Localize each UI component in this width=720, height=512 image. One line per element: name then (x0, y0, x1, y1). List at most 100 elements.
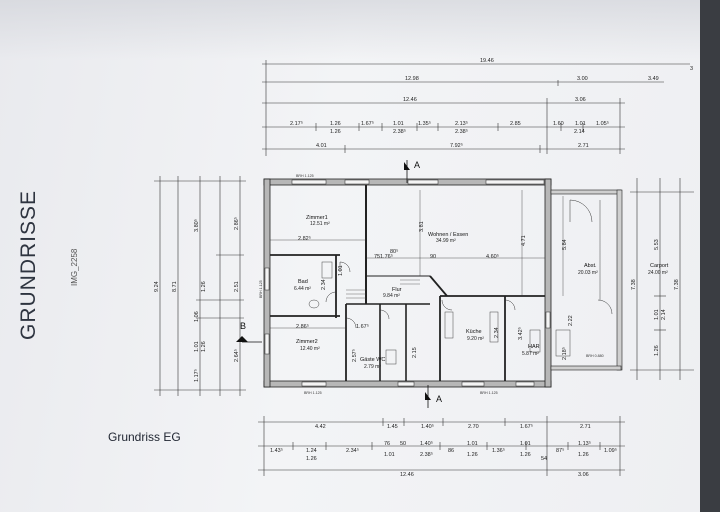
svg-text:3.06: 3.06 (578, 472, 589, 478)
svg-text:2.85: 2.85 (510, 121, 521, 127)
svg-text:3.00: 3.00 (577, 76, 588, 82)
svg-text:BRH 0.880: BRH 0.880 (586, 354, 604, 358)
drawing-sheet (0, 0, 700, 512)
right-dimension-chains (630, 178, 694, 380)
svg-text:2.57⁵: 2.57⁵ (351, 349, 358, 362)
svg-text:1.67⁵: 1.67⁵ (520, 423, 533, 430)
room-name-flur: Flur (392, 287, 402, 293)
bottom-dimension-chains (258, 416, 625, 476)
svg-text:2.38⁵: 2.38⁵ (455, 128, 468, 135)
section-b-label: B (240, 321, 246, 331)
svg-text:4.01: 4.01 (316, 143, 327, 149)
room-name-wohnen: Wohnen / Essen (428, 232, 468, 238)
svg-text:1.01: 1.01 (393, 121, 404, 127)
svg-text:50: 50 (400, 441, 406, 447)
interior-dimension-lines (270, 190, 564, 329)
room-name-har: HAR (528, 344, 540, 350)
window-labels: BRH 1.125 BRH 1.125 BRH 1.125 BRH 1.125 … (259, 174, 604, 395)
svg-text:BRH 1.125: BRH 1.125 (296, 174, 314, 178)
svg-text:5.84: 5.84 (562, 239, 568, 250)
svg-text:2.22: 2.22 (568, 315, 574, 326)
svg-text:76: 76 (384, 441, 390, 447)
left-dimension-chains (154, 176, 246, 396)
svg-text:2.86⁵: 2.86⁵ (233, 217, 240, 230)
svg-text:1.09⁵: 1.09⁵ (604, 447, 617, 454)
top-dimension-values: 19.46 3 12.98 3.00 3.49 12.46 3.06 2.17⁵… (290, 58, 693, 149)
svg-text:12.46: 12.46 (400, 472, 414, 478)
section-a-top-label: A (414, 160, 420, 170)
windows (264, 179, 551, 387)
room-name-kueche: Küche (466, 329, 482, 335)
room-area-zimmer1: 12.51 m² (310, 221, 330, 227)
svg-text:8.71: 8.71 (172, 281, 178, 292)
right-dimension-values: 7.38 7.38 5.53 2.14 1.01 1.26 (631, 239, 680, 356)
room-name-bad: Bad (298, 279, 308, 285)
svg-text:2.17⁵: 2.17⁵ (290, 120, 303, 127)
svg-text:1.26: 1.26 (330, 121, 341, 127)
svg-text:1.26: 1.26 (306, 456, 317, 462)
svg-text:4.42: 4.42 (315, 424, 326, 430)
svg-text:2.13⁵: 2.13⁵ (455, 120, 468, 127)
svg-text:7.92⁵: 7.92⁵ (450, 142, 463, 149)
svg-text:7.38: 7.38 (674, 279, 680, 290)
room-area-flur: 9.84 m² (383, 293, 400, 299)
svg-text:1.01: 1.01 (194, 341, 200, 352)
svg-text:2.86⁵: 2.86⁵ (296, 323, 309, 330)
svg-text:2.38⁵: 2.38⁵ (420, 451, 433, 458)
svg-text:2.34⁵: 2.34⁵ (346, 447, 359, 454)
svg-text:1.60: 1.60 (553, 121, 564, 127)
bottom-dimension-values: 4.42 1.45 1.40⁵ 2.70 1.67⁵ 2.71 1.43⁵ 1.… (270, 423, 617, 478)
svg-text:1.01: 1.01 (520, 441, 531, 447)
svg-text:1.01: 1.01 (338, 265, 344, 276)
room-name-abst: Abst. (584, 263, 597, 269)
svg-text:2.14: 2.14 (574, 129, 585, 135)
svg-text:1.26: 1.26 (201, 281, 207, 292)
svg-text:1.26: 1.26 (520, 452, 531, 458)
svg-text:1.01: 1.01 (384, 452, 395, 458)
svg-text:1.26: 1.26 (330, 129, 341, 135)
svg-text:3.80⁵: 3.80⁵ (193, 219, 200, 232)
svg-text:12.98: 12.98 (405, 76, 419, 82)
svg-text:1.13⁵: 1.13⁵ (578, 440, 591, 447)
room-name-carport: Carport (650, 263, 669, 269)
room-name-zimmer1: Zimmer1 (306, 215, 328, 221)
svg-text:2.15: 2.15 (412, 347, 418, 358)
svg-text:4.71: 4.71 (521, 235, 527, 246)
section-b-icon (236, 336, 248, 342)
svg-text:1.17⁵: 1.17⁵ (193, 369, 200, 382)
section-markers: A A B (236, 160, 442, 408)
svg-text:2.34: 2.34 (321, 279, 327, 290)
svg-text:1.76⁵: 1.76⁵ (380, 253, 393, 260)
svg-text:2.18⁵: 2.18⁵ (561, 347, 568, 360)
room-name-zimmer2: Zimmer2 (296, 339, 318, 345)
svg-text:BRH 1.125: BRH 1.125 (259, 280, 263, 298)
svg-text:1.43⁵: 1.43⁵ (270, 447, 283, 454)
svg-text:BRH 1.125: BRH 1.125 (480, 391, 498, 395)
svg-text:2.70: 2.70 (468, 424, 479, 430)
room-area-kueche: 9.20 m² (467, 336, 484, 342)
paper-shadow (0, 0, 700, 60)
svg-text:1.35⁵: 1.35⁵ (418, 120, 431, 127)
fixtures (308, 200, 601, 365)
svg-text:2.71: 2.71 (580, 424, 591, 430)
svg-text:1.01: 1.01 (575, 121, 586, 127)
svg-text:54: 54 (541, 456, 547, 462)
svg-text:2.51: 2.51 (234, 281, 240, 292)
svg-text:1.26: 1.26 (201, 341, 207, 352)
svg-text:1.24: 1.24 (306, 448, 317, 454)
svg-text:2.34: 2.34 (494, 327, 500, 338)
svg-text:3.49: 3.49 (648, 76, 659, 82)
svg-text:1.26: 1.26 (654, 345, 660, 356)
room-area-har: 5.87 m² (522, 351, 539, 357)
svg-text:75: 75 (374, 254, 380, 260)
left-dimension-values: 9.24 8.71 3.80⁵ 1.06 1.01 2.64⁵ 2.86⁵ 2.… (154, 217, 240, 382)
dim-top-total: 19.46 (480, 58, 494, 64)
svg-text:2.82⁵: 2.82⁵ (298, 235, 311, 242)
svg-text:1.40⁵: 1.40⁵ (420, 440, 433, 447)
svg-text:3.06: 3.06 (575, 97, 586, 103)
room-name-gaeste-wc: Gäste WC (360, 357, 385, 363)
interior-dimension-values: 2.82⁵ 2.86⁵ 2.34 1.67⁵ 1.76⁵ 4.60⁵ 5.84 … (296, 221, 574, 362)
svg-text:5.53: 5.53 (654, 239, 660, 250)
svg-text:1.26: 1.26 (467, 452, 478, 458)
svg-text:2.64⁵: 2.64⁵ (233, 349, 240, 362)
